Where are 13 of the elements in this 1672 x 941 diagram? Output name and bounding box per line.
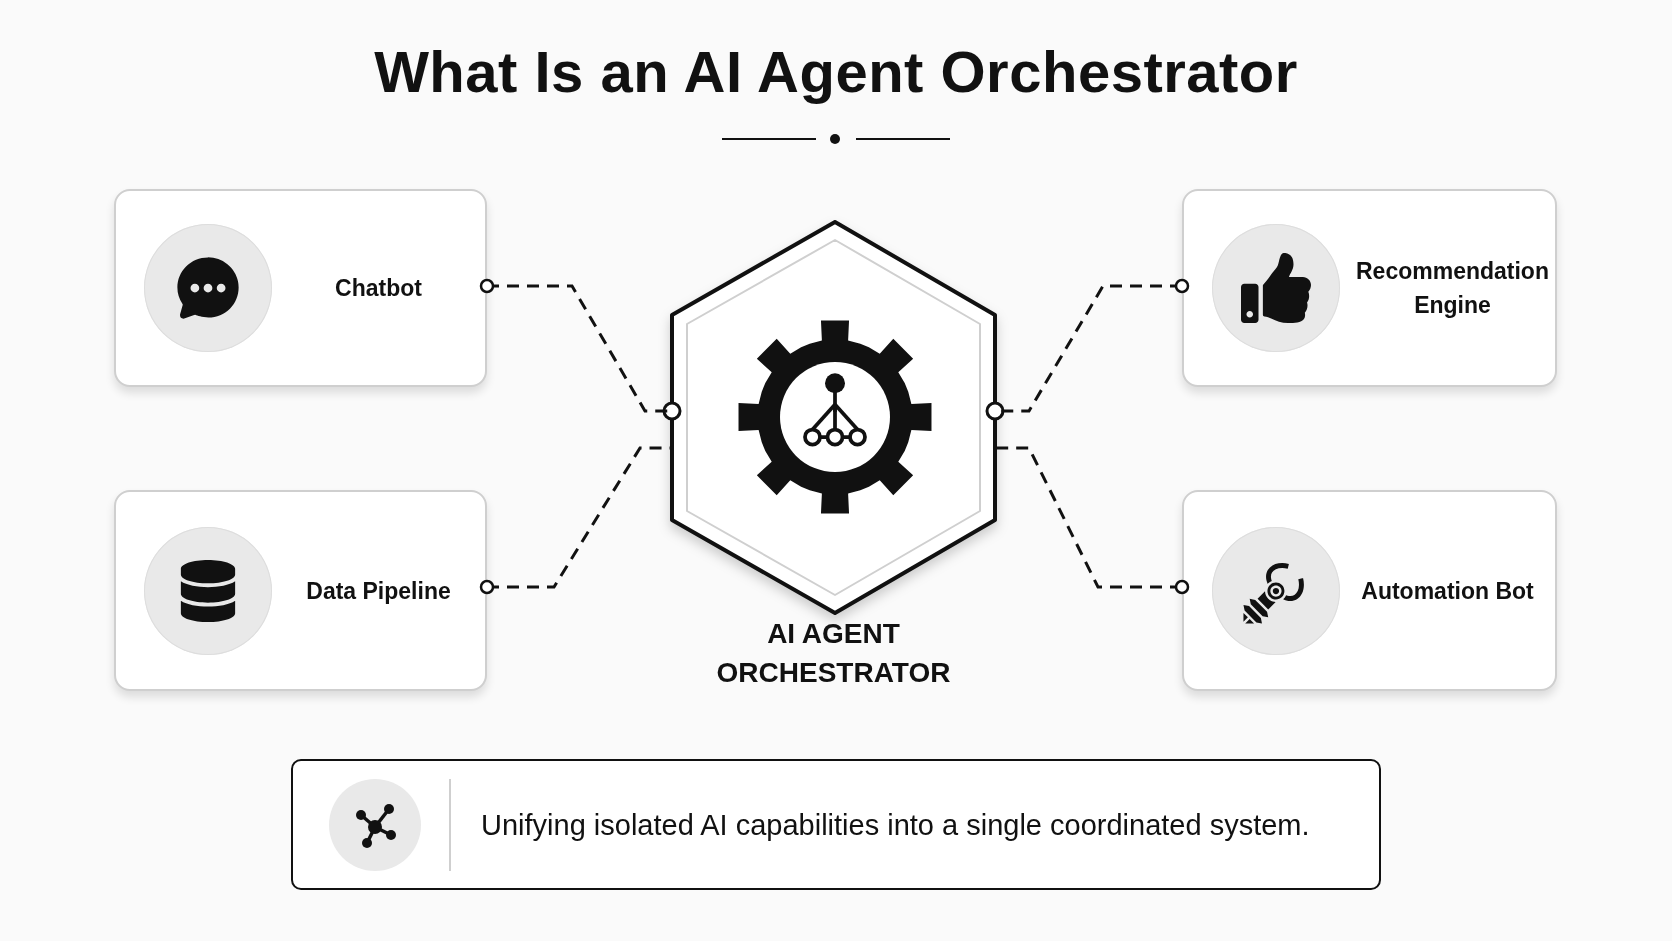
orchestrator-label: AI AGENT ORCHESTRATOR — [715, 617, 952, 690]
card-label: Recommendation Engine — [1356, 257, 1549, 320]
card-label: Chatbot — [335, 274, 422, 303]
dashed-connector — [479, 446, 672, 595]
summary-banner — [291, 759, 1381, 890]
summary-text: Unifying isolated AI capabilities into a single coordinated system. — [481, 807, 1310, 843]
title: What Is an AI Agent Orchestrator — [374, 38, 1298, 106]
component-card — [1182, 490, 1557, 691]
component-card — [114, 189, 487, 387]
component-card — [1182, 189, 1557, 387]
card-label: Data Pipeline — [306, 576, 451, 606]
component-card — [114, 490, 487, 691]
card-label: Automation Bot — [1361, 576, 1534, 606]
